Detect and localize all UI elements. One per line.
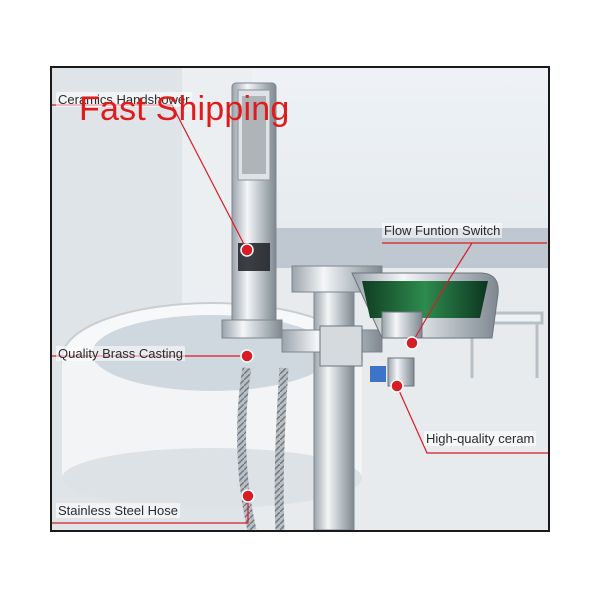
waterfall-spout [351,272,499,339]
product-photo [52,68,548,530]
red-dot-markers [240,243,419,503]
product-image-frame: Ceramics Handshower Flow Funtion Switch … [50,66,550,532]
callout-hose: Stainless Steel Hose [56,503,180,518]
callout-ceramic: High-quality ceram [424,431,537,446]
callout-brass: Quality Brass Casting [56,346,185,361]
callout-flow-switch: Flow Funtion Switch [382,223,503,238]
handshower [221,82,283,339]
red-dot-icon [405,336,419,350]
faucet-column [281,265,415,530]
fast-shipping-overlay: Fast Shipping [79,90,290,128]
red-dot-icon [390,379,404,393]
callout-handshower: Ceramics Handshower [56,92,192,107]
red-dot-icon [240,243,254,257]
blue-knob-icon [370,366,386,382]
red-dot-icon [240,349,254,363]
red-dot-icon [241,489,255,503]
shower-hose [237,367,289,530]
